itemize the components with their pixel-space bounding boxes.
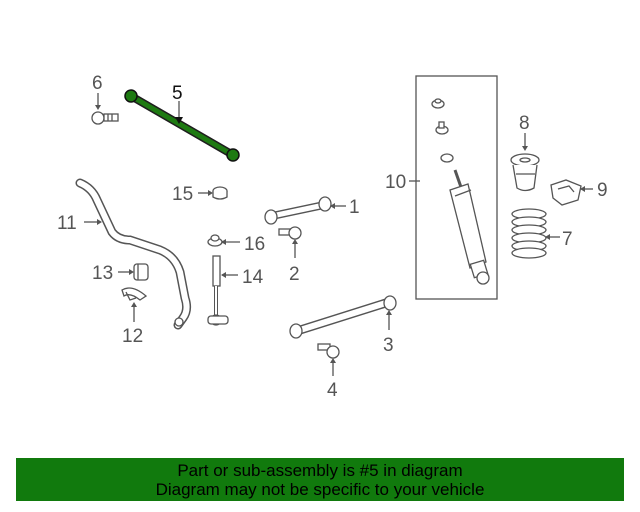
leader-8-arrow — [522, 146, 528, 151]
leader-3-arrow — [386, 310, 392, 315]
leader-6-arrow — [95, 105, 101, 110]
callout-14: 14 — [242, 267, 264, 288]
callout-12: 12 — [122, 326, 143, 347]
callout-5: 5 — [172, 83, 183, 104]
callout-7: 7 — [562, 229, 573, 250]
part-4-bolt[interactable] — [317, 343, 340, 359]
leader-1-arrow — [330, 203, 335, 209]
part-6-bolt[interactable] — [91, 111, 119, 125]
callout-6: 6 — [92, 73, 103, 94]
callout-1: 1 — [349, 197, 360, 218]
callout-8: 8 — [519, 113, 530, 134]
leader-5-arrow — [175, 117, 183, 124]
part-1-upper-arm[interactable] — [264, 196, 332, 225]
leader-11-arrow — [97, 219, 102, 225]
part-8-spring-seat[interactable] — [510, 153, 540, 192]
info-banner: Part or sub-assembly is #5 in diagram Di… — [16, 458, 624, 501]
part-2-bolt[interactable] — [278, 226, 302, 240]
banner-line-disclaimer: Diagram may not be specific to your vehi… — [155, 480, 485, 499]
part-13-bushing[interactable] — [133, 263, 149, 281]
part-14-stabilizer-link[interactable] — [207, 255, 229, 326]
leader-15-arrow — [208, 190, 213, 196]
callout-13: 13 — [92, 263, 113, 284]
leader-2-arrow — [292, 239, 298, 244]
banner-line-part: Part or sub-assembly is #5 in diagram — [177, 461, 463, 480]
callout-11: 11 — [57, 213, 77, 234]
part-10-shock-absorber[interactable] — [415, 75, 498, 300]
part-15-bushing[interactable] — [212, 186, 228, 200]
callout-4: 4 — [327, 380, 338, 401]
leader-16-arrow — [221, 239, 226, 245]
part-11-stabilizer-bar[interactable] — [75, 178, 192, 330]
part-7-coil-spring[interactable] — [511, 208, 547, 259]
part-16-bushing[interactable] — [207, 234, 223, 247]
leader-9-arrow — [580, 186, 585, 192]
callout-9: 9 — [597, 180, 608, 201]
part-3-lower-arm[interactable] — [289, 295, 397, 339]
leader-4-arrow — [330, 358, 336, 363]
part-12-bracket[interactable] — [121, 287, 148, 301]
callout-3: 3 — [383, 335, 394, 356]
leader-13-arrow — [129, 269, 134, 275]
leader-14-arrow — [221, 272, 226, 278]
callout-2: 2 — [289, 264, 300, 285]
callout-16: 16 — [244, 234, 265, 255]
part-9-bump-stop[interactable] — [550, 179, 582, 206]
leader-7-arrow — [545, 234, 550, 240]
part-5-lateral-rod[interactable] — [124, 89, 240, 162]
leader-12-arrow — [131, 302, 137, 307]
callout-15: 15 — [172, 184, 193, 205]
callout-10: 10 — [385, 172, 406, 193]
